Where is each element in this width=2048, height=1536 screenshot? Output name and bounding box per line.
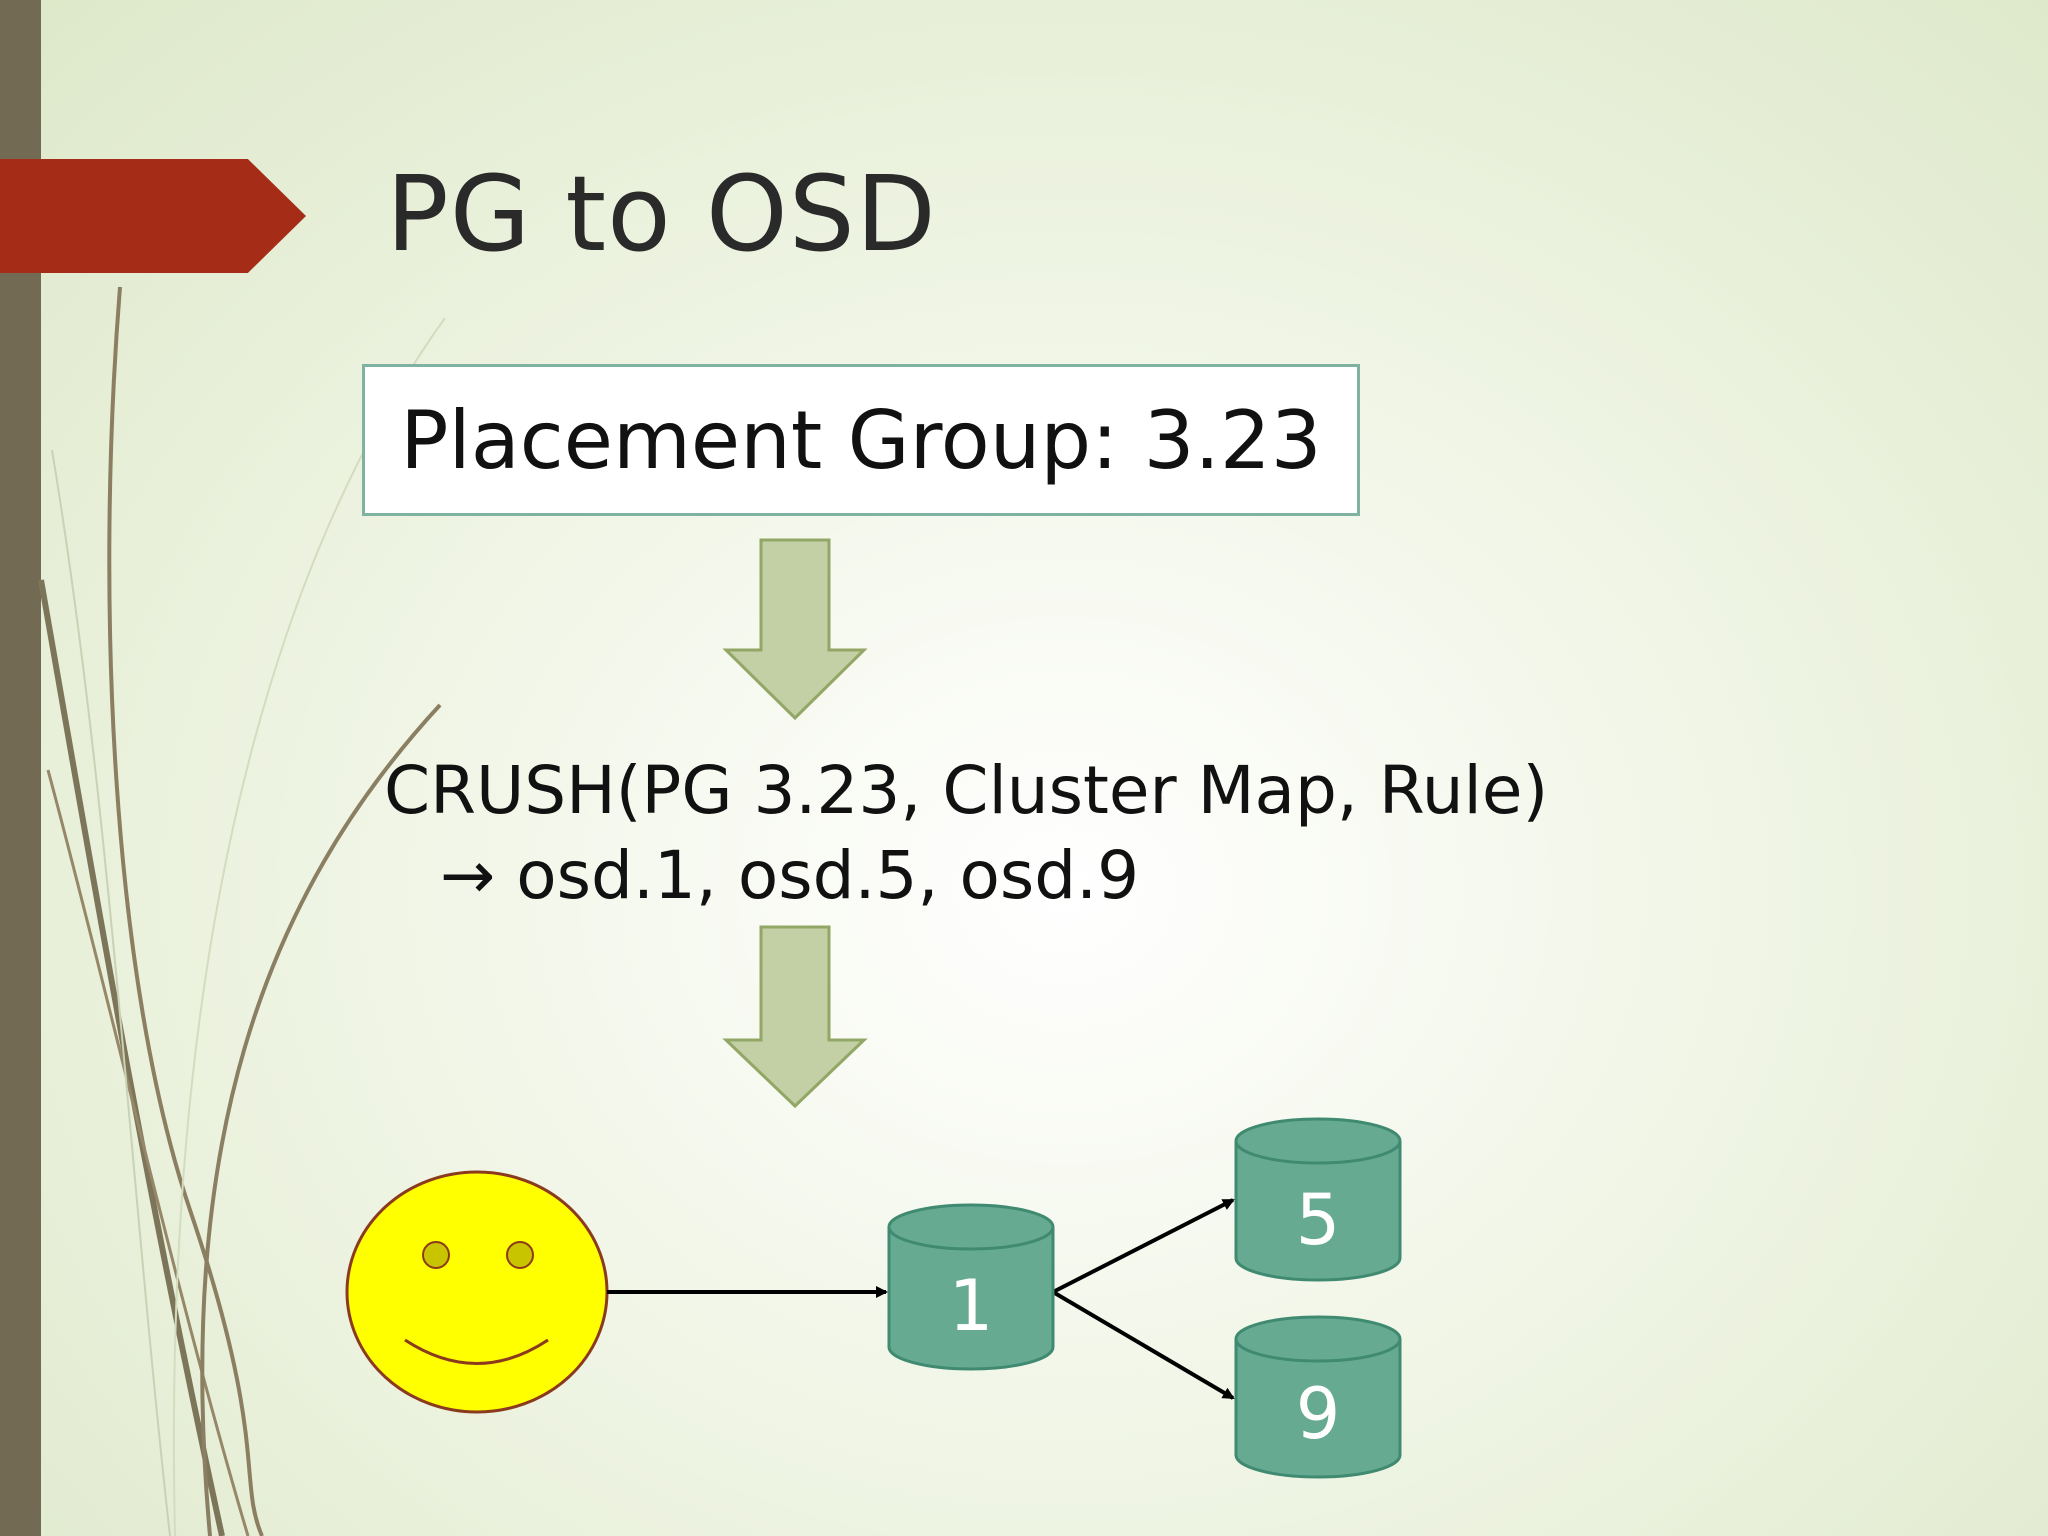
crush-line-2: → osd.1, osd.5, osd.9 <box>440 837 1140 914</box>
grass-line <box>200 703 442 1536</box>
down-arrow-icon <box>722 925 868 1109</box>
crush-mapping-text: CRUSH(PG 3.23, Cluster Map, Rule) → osd.… <box>384 748 1548 918</box>
down-arrow-icon <box>722 538 868 721</box>
osd-5-cylinder: 5 <box>1234 1117 1402 1282</box>
osd-1-cylinder: 1 <box>887 1203 1055 1371</box>
smile <box>404 1338 549 1365</box>
osd-9-cylinder: 9 <box>1234 1315 1402 1479</box>
crush-line-1: CRUSH(PG 3.23, Cluster Map, Rule) <box>384 752 1549 829</box>
slide-title: PG to OSD <box>386 153 937 275</box>
osd-5-label: 5 <box>1296 1179 1341 1261</box>
grass-line <box>38 579 225 1536</box>
edge-osd1-to-osd5 <box>1052 1198 1235 1294</box>
edge-osd1-to-osd9 <box>1051 1290 1235 1400</box>
eye-right <box>506 1241 534 1269</box>
smiley-face-icon <box>345 1170 609 1414</box>
eye-left <box>422 1241 450 1269</box>
osd-9-label: 9 <box>1296 1373 1341 1455</box>
grass-line <box>107 286 264 1536</box>
placement-group-box: Placement Group: 3.23 <box>362 364 1360 516</box>
osd-1-label: 1 <box>949 1265 994 1347</box>
grass-line <box>51 449 171 1536</box>
grass-line <box>46 769 250 1536</box>
title-accent-flag <box>0 159 306 273</box>
